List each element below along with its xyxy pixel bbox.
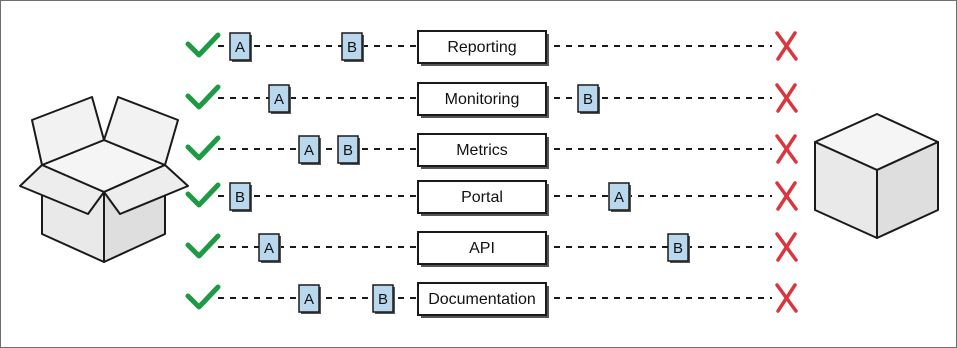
cross-icon	[775, 83, 798, 113]
pipeline-row: Portal B A	[185, 180, 798, 216]
stage-label: Documentation	[428, 291, 536, 308]
stage-box	[417, 133, 547, 167]
svg-text:A: A	[264, 240, 274, 257]
closed-box-icon	[814, 113, 939, 239]
marker-b: B	[341, 32, 364, 62]
stage-box	[417, 82, 547, 116]
marker-a: A	[298, 284, 321, 314]
stage-label: Reporting	[447, 39, 516, 56]
stage-label: Metrics	[456, 142, 508, 159]
marker-a: A	[298, 135, 321, 165]
svg-text:A: A	[614, 189, 624, 206]
svg-text:A: A	[235, 39, 245, 56]
pipeline-row: Reporting A B	[185, 30, 798, 66]
marker-b: B	[667, 233, 690, 263]
stage-box	[417, 282, 547, 316]
open-box-icon	[19, 96, 189, 263]
stage-box	[417, 180, 547, 214]
pipeline-row: Monitoring A B	[185, 82, 798, 118]
check-icon	[185, 84, 221, 110]
svg-text:A: A	[304, 142, 314, 159]
svg-text:B: B	[673, 240, 683, 257]
check-icon	[185, 32, 221, 58]
svg-text:B: B	[583, 91, 593, 108]
svg-text:B: B	[347, 39, 357, 56]
stage-box	[417, 30, 547, 64]
cross-icon	[775, 181, 798, 211]
svg-text:A: A	[304, 291, 314, 308]
cross-icon	[775, 283, 798, 313]
check-icon	[185, 284, 221, 310]
pipeline-row: Documentation A B	[185, 282, 798, 318]
svg-text:B: B	[343, 142, 353, 159]
svg-text:B: B	[378, 291, 388, 308]
pipeline-row: Metrics A B	[185, 133, 798, 169]
cross-icon	[775, 134, 798, 164]
marker-a: A	[268, 84, 291, 114]
cross-icon	[775, 232, 798, 262]
stage-label: Portal	[461, 189, 503, 206]
stage-label: Monitoring	[445, 91, 520, 108]
cross-icon	[775, 31, 798, 61]
check-icon	[185, 233, 221, 259]
marker-b: B	[337, 135, 360, 165]
check-icon	[185, 135, 221, 161]
marker-a: A	[258, 233, 281, 263]
marker-b: B	[229, 182, 252, 212]
marker-b: B	[372, 284, 395, 314]
check-icon	[185, 182, 221, 208]
pipeline-row: API A B	[185, 231, 798, 267]
marker-b: B	[577, 84, 600, 114]
stage-box	[417, 231, 547, 265]
svg-text:B: B	[235, 189, 245, 206]
stage-label: API	[469, 240, 495, 257]
marker-a: A	[229, 32, 252, 62]
marker-a: A	[608, 182, 631, 212]
svg-text:A: A	[274, 91, 284, 108]
